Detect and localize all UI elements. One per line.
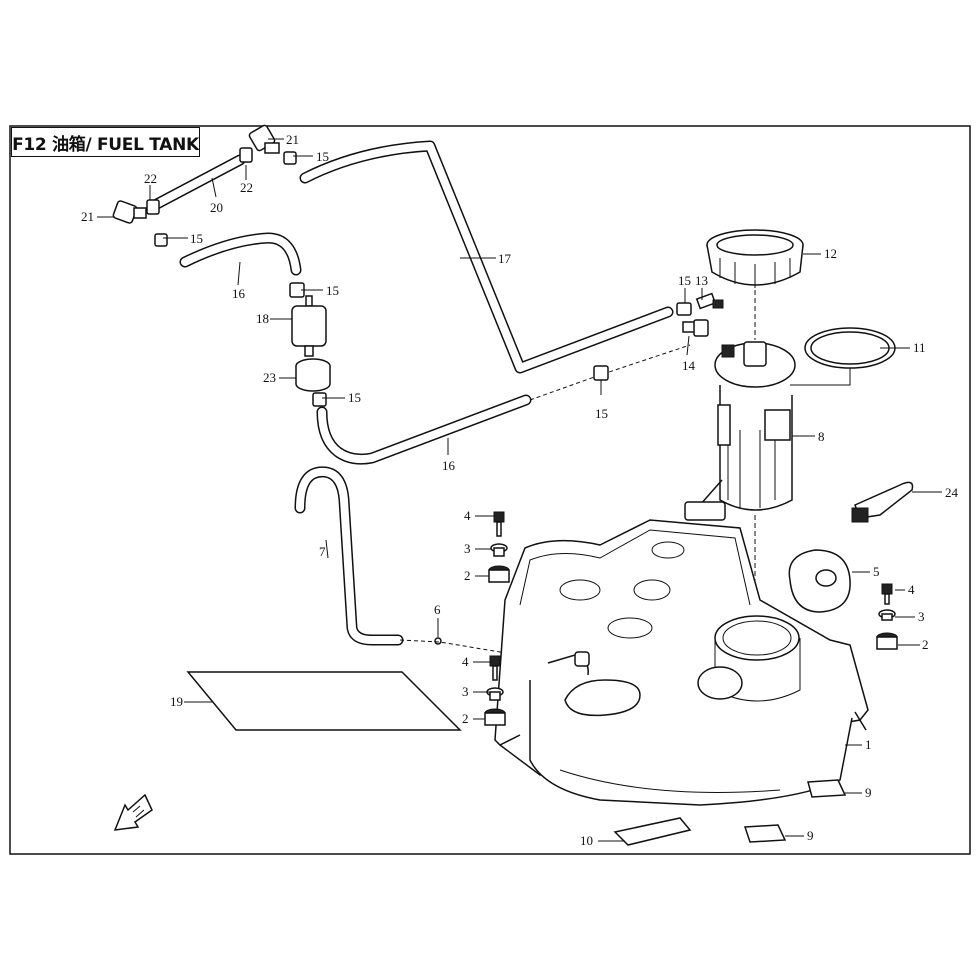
callout-16-upper: 16 [232, 286, 246, 301]
callout-15-upper: 15 [316, 149, 329, 164]
callout-9-upper: 9 [865, 785, 872, 800]
pad-9-lower [743, 824, 787, 843]
hose-16-upper [179, 232, 302, 276]
front-direction-arrow-icon [113, 793, 153, 831]
mount-hardware-left-upper [488, 511, 510, 583]
callout-14: 14 [682, 358, 696, 373]
callout-15-filter-top: 15 [326, 283, 339, 298]
pad-10 [613, 817, 692, 846]
callout-2-right: 2 [922, 637, 929, 652]
diagram-title: F12 油箱/ FUEL TANK [11, 127, 200, 157]
callout-1: 1 [865, 737, 872, 752]
hose-16-lower [316, 394, 532, 465]
callout-20: 20 [210, 200, 223, 215]
callout-2-upper: 2 [464, 568, 471, 583]
callout-15-pump: 15 [678, 273, 691, 288]
callout-4-right: 4 [908, 582, 915, 597]
callout-7: 7 [319, 544, 326, 559]
callout-12: 12 [824, 246, 837, 261]
callout-15-middle: 15 [595, 406, 608, 421]
pad-19 [186, 671, 462, 731]
callout-8: 8 [818, 429, 825, 444]
callout-22-right: 22 [240, 180, 253, 195]
mount-hardware-left-lower [484, 655, 506, 726]
fuel-tank-1 [494, 519, 869, 806]
callout-9-lower: 9 [807, 828, 814, 843]
mount-hardware-right [876, 583, 898, 650]
callout-18: 18 [256, 311, 269, 326]
fittings-upper [112, 124, 692, 407]
clamp-23 [295, 358, 331, 392]
callout-5: 5 [873, 564, 880, 579]
callout-3-upper: 3 [464, 541, 471, 556]
bracket-24 [851, 481, 914, 523]
callout-21-upper: 21 [286, 132, 299, 147]
hose-20 [149, 154, 246, 211]
callout-4-lower: 4 [462, 654, 469, 669]
hose-7 [294, 466, 404, 646]
callout-21-left: 21 [81, 209, 94, 224]
callout-6: 6 [434, 602, 441, 617]
fuel-cap-5 [788, 549, 851, 613]
callout-13: 13 [695, 273, 708, 288]
fuel-pump-8 [684, 341, 796, 521]
callout-2-lower: 2 [462, 711, 469, 726]
callout-24: 24 [945, 485, 959, 500]
callout-19: 19 [170, 694, 183, 709]
callout-3-lower: 3 [462, 684, 469, 699]
callout-11: 11 [913, 340, 926, 355]
clip-6 [434, 637, 442, 645]
fuel-filter-18 [291, 295, 327, 357]
leader-lines [97, 138, 942, 842]
lock-ring-12 [706, 229, 804, 288]
callout-17: 17 [498, 251, 512, 266]
callout-15-left: 15 [190, 231, 203, 246]
connectors-13-14 [682, 292, 724, 337]
callout-23: 23 [263, 370, 276, 385]
pad-9-upper [807, 779, 847, 798]
callout-16-lower: 16 [442, 458, 456, 473]
callout-22-left: 22 [144, 171, 157, 186]
callout-10: 10 [580, 833, 593, 848]
hose-17 [299, 140, 674, 374]
callout-15-filter-bottom: 15 [348, 390, 361, 405]
callout-4-upper: 4 [464, 508, 471, 523]
callout-3-right: 3 [918, 609, 925, 624]
diagram-frame [9, 125, 971, 855]
